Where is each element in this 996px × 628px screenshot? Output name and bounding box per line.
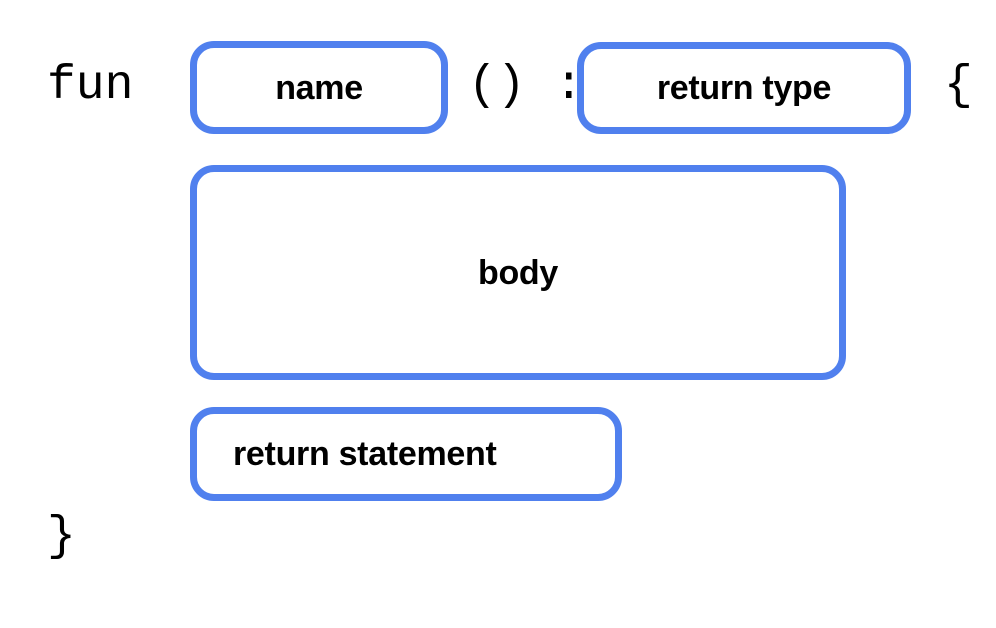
slot-return-type-label: return type bbox=[656, 69, 832, 107]
slot-function-body[interactable]: body bbox=[190, 165, 846, 380]
slot-return-statement[interactable]: return statement bbox=[190, 407, 622, 501]
slot-function-name-label: name bbox=[275, 68, 363, 107]
keyword-fun-token: fun bbox=[47, 59, 134, 113]
slot-function-body-label: body bbox=[477, 253, 558, 292]
slot-return-statement-label: return statement bbox=[233, 435, 497, 473]
brace-close-token: } bbox=[47, 510, 76, 564]
slot-return-type[interactable]: return type bbox=[577, 42, 911, 134]
parameter-parens-colon-token: () : bbox=[468, 59, 584, 113]
brace-open-token: { bbox=[944, 59, 973, 113]
slot-function-name[interactable]: name bbox=[190, 41, 448, 134]
